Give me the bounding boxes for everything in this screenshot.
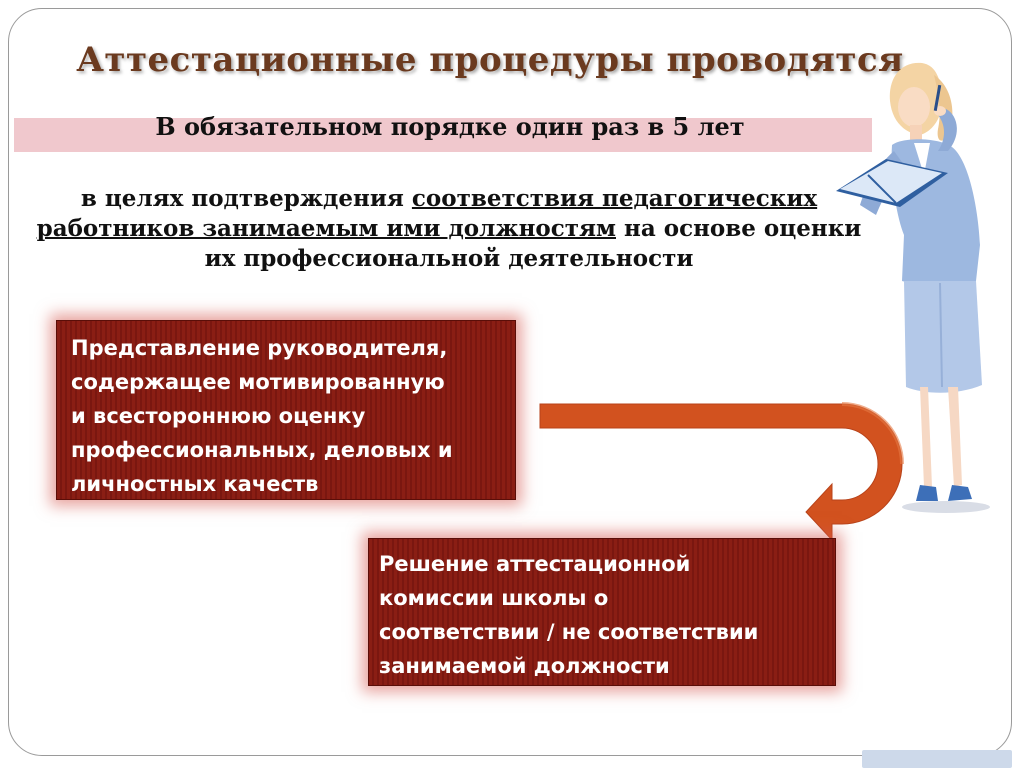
step2-line: Решение аттестационной [379,552,691,576]
frequency-band [14,118,872,152]
purpose-underlined: соответствия педагогических работников з… [36,185,818,242]
frequency-text: В обязательном порядке один раз в 5 лет [155,112,745,141]
step1-line: профессиональных, деловых и [71,438,453,462]
purpose-text: в целях подтверждения соответствия педаг… [20,184,878,274]
step2-line: занимаемой должности [379,654,670,678]
purpose-part3: на основе оценки их профессиональной дея… [204,215,862,272]
step1-line: и всестороннюю оценку [71,404,366,428]
step2-line: комиссии школы о [379,586,609,610]
step2-line: соответствии / не соответствии [379,620,759,644]
step1-line: Представление руководителя, [71,336,448,360]
step1-line: личностных качеств [71,472,319,496]
teacher-illustration [836,62,990,513]
purpose-part1: в целях подтверждения [80,185,412,212]
step1-card: Представление руководителя, содержащее м… [56,320,516,500]
step2-card: Решение аттестационной комиссии школы о … [368,538,836,686]
corner-tab [862,750,1012,768]
step1-line: содержащее мотивированную [71,370,445,394]
slide-title: Аттестационные процедуры проводятся [76,40,904,80]
